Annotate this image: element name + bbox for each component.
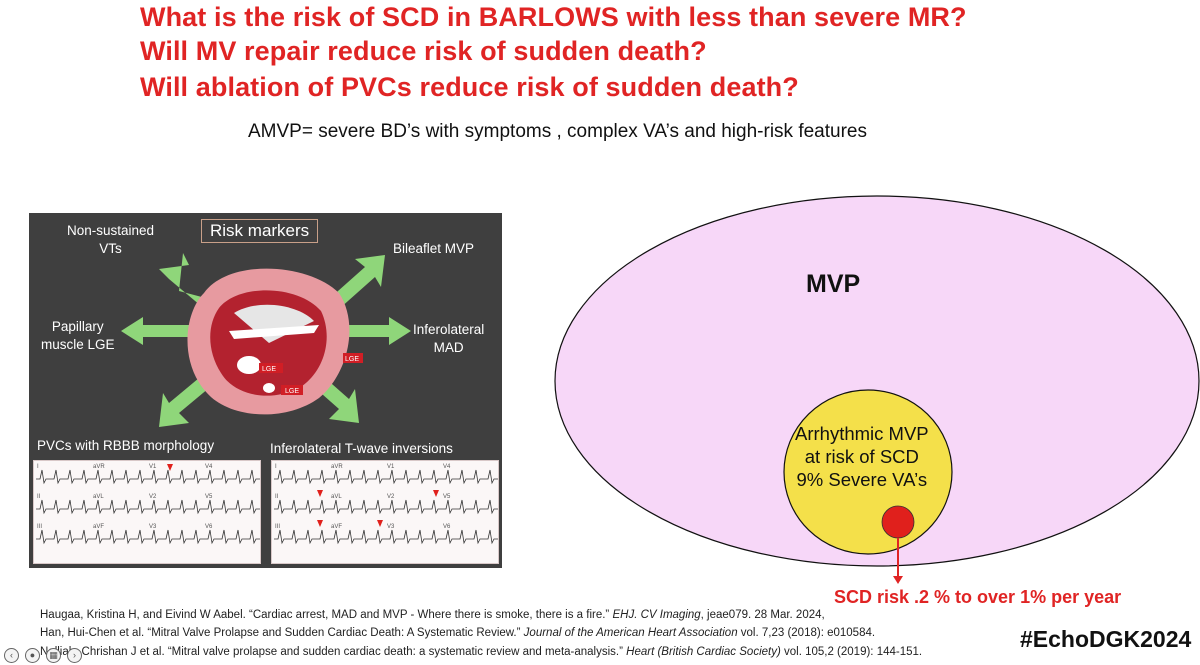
ecg-lead-label: V2 xyxy=(149,494,157,500)
arrows xyxy=(121,253,411,427)
ecg-lead-label: V6 xyxy=(443,524,451,530)
ecg-trace xyxy=(36,499,260,515)
label-bileaflet: Bileaflet MVP xyxy=(393,241,475,256)
ecg-lead-label: V1 xyxy=(149,464,157,470)
ecg-lead-label: aVF xyxy=(93,524,104,530)
zoom-icon[interactable]: ● xyxy=(25,648,40,663)
label-papillary: Papillary muscle LGE xyxy=(41,319,115,352)
ecg-lead-label: I xyxy=(275,464,277,470)
prev-icon[interactable]: ‹ xyxy=(4,648,19,663)
ecg-lead-label: II xyxy=(37,494,41,500)
lge-tag-3: LGE xyxy=(285,388,299,395)
ecg-marker xyxy=(433,490,439,497)
ecg-trace xyxy=(36,469,260,485)
ecg-lead-label: V3 xyxy=(149,524,157,530)
lge-tag-2: LGE xyxy=(345,356,359,363)
ecg-lead-label: V6 xyxy=(205,524,213,530)
reference-2: Han, Hui-Chen et al. “Mitral Valve Prola… xyxy=(40,627,876,640)
heart-illustration: LGE LGE LGE xyxy=(121,253,411,427)
ecg-lead-label: aVR xyxy=(93,464,105,470)
question-3: Will ablation of PVCs reduce risk of sud… xyxy=(140,72,799,102)
ecg-lead-label: aVR xyxy=(331,464,343,470)
hashtag: #EchoDGK2024 xyxy=(1020,626,1192,652)
scd-risk-label: SCD risk .2 % to over 1% per year xyxy=(834,587,1122,607)
ecg-marker xyxy=(167,464,173,471)
arrhythmic-line-2: at risk of SCD xyxy=(804,446,919,468)
ecg-lead-label: aVF xyxy=(331,524,342,530)
lge-tag-1: LGE xyxy=(262,366,276,373)
risk-markers-figure: LGE LGE LGE Risk markers Non-sustained V… xyxy=(29,213,502,568)
arrhythmic-line-1: Arrhythmic MVP xyxy=(795,423,929,444)
ecg-lead-label: V1 xyxy=(387,464,395,470)
ecg-lead-label: III xyxy=(37,524,42,530)
ecg-trace xyxy=(274,499,498,515)
reference-1: Haugaa, Kristina H, and Eivind W Aabel. … xyxy=(40,609,825,621)
ecg-lead-label: V5 xyxy=(443,494,451,500)
question-2: Will MV repair reduce risk of sudden dea… xyxy=(140,36,707,66)
reference-3: Nalliah, Chrishan J et al. “Mitral valve… xyxy=(40,645,923,658)
ecg-trace xyxy=(274,529,498,545)
label-twave: Inferolateral T-wave inversions xyxy=(270,441,453,456)
amvp-definition: AMVP= severe BD’s with symptoms , comple… xyxy=(248,121,867,142)
arrhythmic-mvp-label: Arrhythmic MVP at risk of SCD 9% Severe … xyxy=(795,422,929,491)
ecg-lead-label: V5 xyxy=(205,494,213,500)
arrhythmic-line-3: 9% Severe VA’s xyxy=(796,469,928,491)
ecg-trace xyxy=(274,469,498,485)
ecg-lead-label: aVL xyxy=(331,494,342,500)
ecg-trace xyxy=(36,529,260,545)
mvp-label: MVP xyxy=(806,270,861,298)
mvp-circle xyxy=(554,195,1200,567)
ecg-lead-label: V2 xyxy=(387,494,395,500)
ecg-marker xyxy=(317,520,323,527)
ecg-lead-label: V4 xyxy=(443,464,451,470)
label-inferolateral-mad: Inferolateral MAD xyxy=(413,322,485,355)
ecg-lead-label: V4 xyxy=(205,464,213,470)
ecg-lead-label: I xyxy=(37,464,39,470)
ecg-lead-label: aVL xyxy=(93,494,104,500)
ecg-lead-label: III xyxy=(275,524,280,530)
label-pvcs: PVCs with RBBB morphology xyxy=(37,438,215,453)
grid-icon[interactable]: ▦ xyxy=(46,648,61,663)
ecg-marker xyxy=(377,520,383,527)
ecg-lead-label: II xyxy=(275,494,279,500)
ecg-lead-label: V3 xyxy=(387,524,395,530)
scd-dot xyxy=(881,505,915,539)
risk-markers-title: Risk markers xyxy=(201,219,319,243)
next-icon[interactable]: › xyxy=(67,648,82,663)
ecg-marker xyxy=(317,490,323,497)
label-nsvt: Non-sustained VTs xyxy=(67,223,155,256)
references: Haugaa, Kristina H, and Eivind W Aabel. … xyxy=(40,606,922,661)
slide-nav: ‹ ● ▦ › xyxy=(4,648,82,663)
scd-pointer-head xyxy=(893,576,903,584)
question-1: What is the risk of SCD in BARLOWS with … xyxy=(140,2,967,32)
